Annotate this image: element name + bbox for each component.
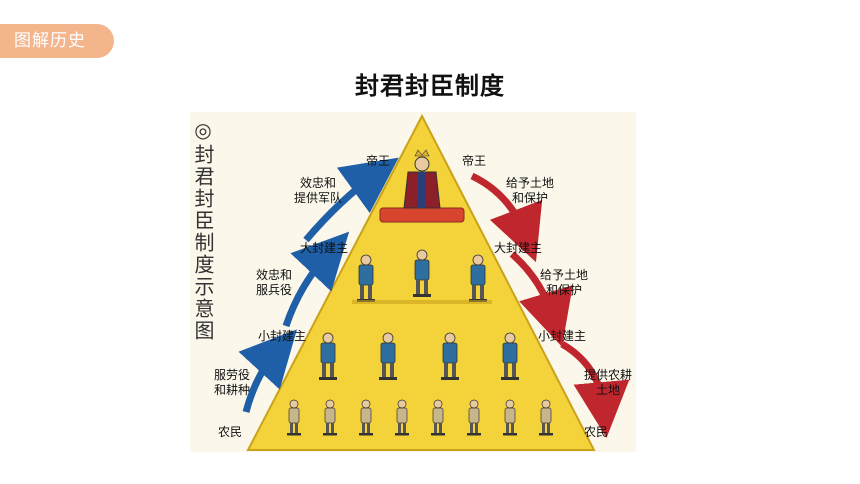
duty-label: 服劳役 和耕种	[214, 368, 251, 397]
down-arrow	[470, 172, 543, 263]
grant-label: 给予土地 和保护	[540, 268, 589, 297]
grant-label: 给予土地 和保护	[506, 176, 555, 205]
duty-label: 效忠和 提供军队	[294, 176, 343, 205]
rank-label-emperor-left: 帝王	[366, 154, 391, 168]
duty-label: 效忠和 服兵役	[256, 268, 293, 297]
feudal-pyramid-figure: ◎封君封臣制度示意图	[190, 112, 636, 452]
rank-label-great-lord-left: 大封建主	[300, 241, 349, 255]
section-tag: 图解历史	[0, 24, 114, 58]
down-arrow	[509, 251, 573, 347]
rank-label-peasant-left: 农民	[218, 425, 243, 439]
down-arrow	[560, 340, 630, 438]
up-arrow	[238, 329, 297, 413]
emperor-figure	[379, 149, 465, 223]
grant-label: 提供农耕 土地	[584, 368, 633, 397]
figure-vertical-title: ◎封君封臣制度示意图	[191, 118, 215, 342]
slide-title: 封君封臣制度	[355, 72, 505, 100]
rank-label-emperor-right: 帝王	[462, 154, 487, 168]
rank-label-lesser-lord-right: 小封建主	[538, 329, 587, 343]
rank-label-peasant-right: 农民	[584, 425, 609, 439]
pyramid-illustration	[238, 113, 630, 451]
rank-label-great-lord-right: 大封建主	[494, 241, 543, 255]
up-arrow	[282, 231, 350, 328]
rank-label-lesser-lord-left: 小封建主	[258, 329, 307, 343]
